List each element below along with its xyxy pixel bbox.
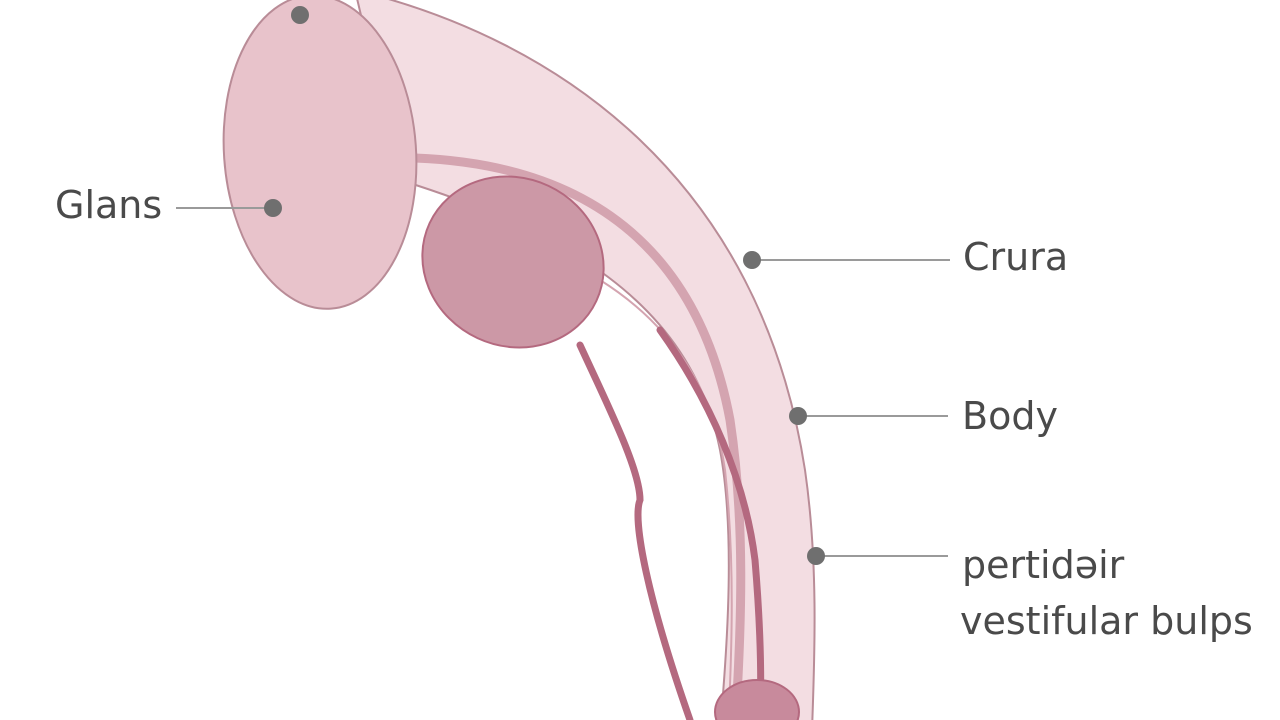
crura-label: Crura: [963, 235, 1069, 279]
top-marker-dot: [291, 6, 309, 24]
vestibular-bulb-upper: [421, 175, 605, 349]
bulbs-marker-dot: [807, 547, 825, 565]
inner-vessel-light: [410, 153, 746, 720]
vestibular-bulb-lower: [714, 679, 800, 720]
body-marker-dot: [789, 407, 807, 425]
bulbs-label-line2: vestifular bulps: [960, 599, 1253, 643]
vessel-dark-outer: [656, 326, 765, 720]
glans-marker-dot: [264, 199, 282, 217]
glans-shape: [222, 0, 418, 310]
vessel-dark-inner: [576, 341, 694, 720]
bulbs-label-line1: pertidəir: [962, 543, 1125, 587]
clitoral-body-shape: [356, 0, 816, 720]
body-label: Body: [962, 394, 1058, 438]
glans-label: Glans: [55, 183, 163, 227]
crura-marker-dot: [743, 251, 761, 269]
